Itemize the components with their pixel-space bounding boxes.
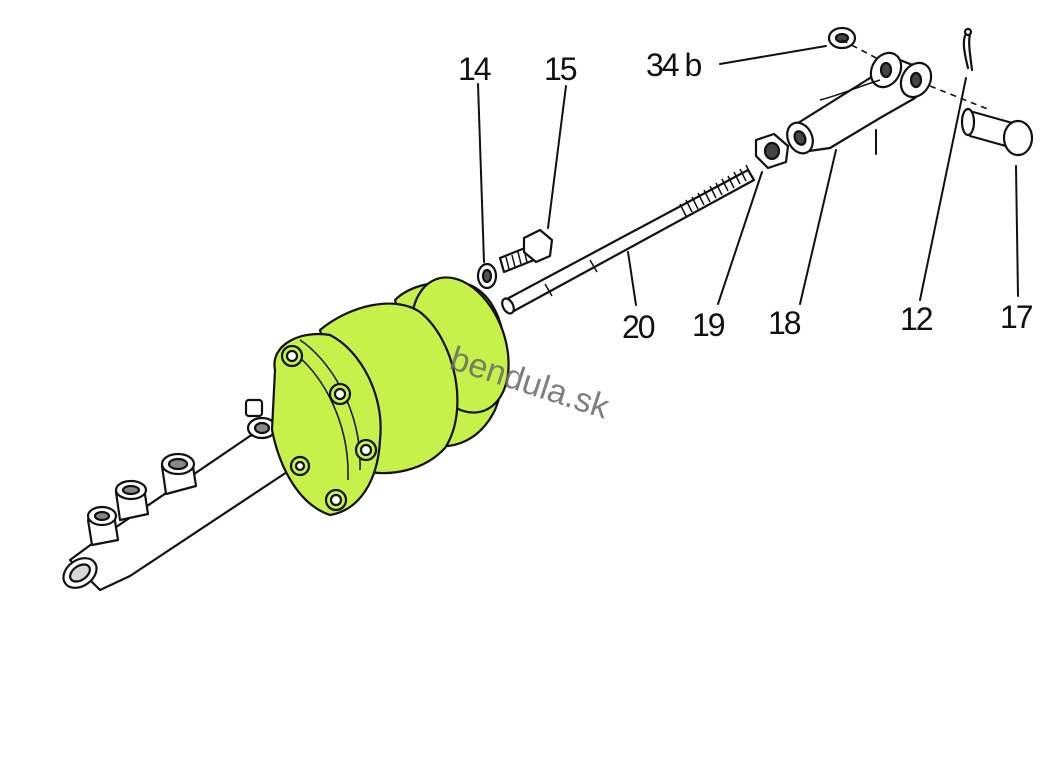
washer-14 [476,262,498,290]
nut-19 [754,132,790,170]
label-19: 19 [692,307,725,343]
assembly-line [841,39,991,111]
rod-threads [679,164,753,217]
label-15: 15 [544,51,577,87]
clevis-pin-17 [960,107,1034,157]
washer-34b [827,26,857,50]
label-20: 20 [622,309,655,345]
label-34b: 34 b [646,47,701,83]
label-17: 17 [1000,299,1033,335]
label-14: 14 [458,51,491,87]
cotter-pin-12 [962,27,974,72]
flange-bolts [280,344,378,512]
port-4 [246,416,278,440]
bolt-15 [498,228,554,274]
label-12: 12 [900,301,933,337]
clevis-fork [786,51,933,155]
cylinder-body [62,416,332,592]
label-18: 18 [768,305,801,341]
push-rod [501,164,756,315]
leader-lines [477,45,1019,306]
port-1 [86,505,120,547]
port-3 [160,452,198,496]
port-2 [114,479,150,522]
booster-housing [244,276,510,517]
